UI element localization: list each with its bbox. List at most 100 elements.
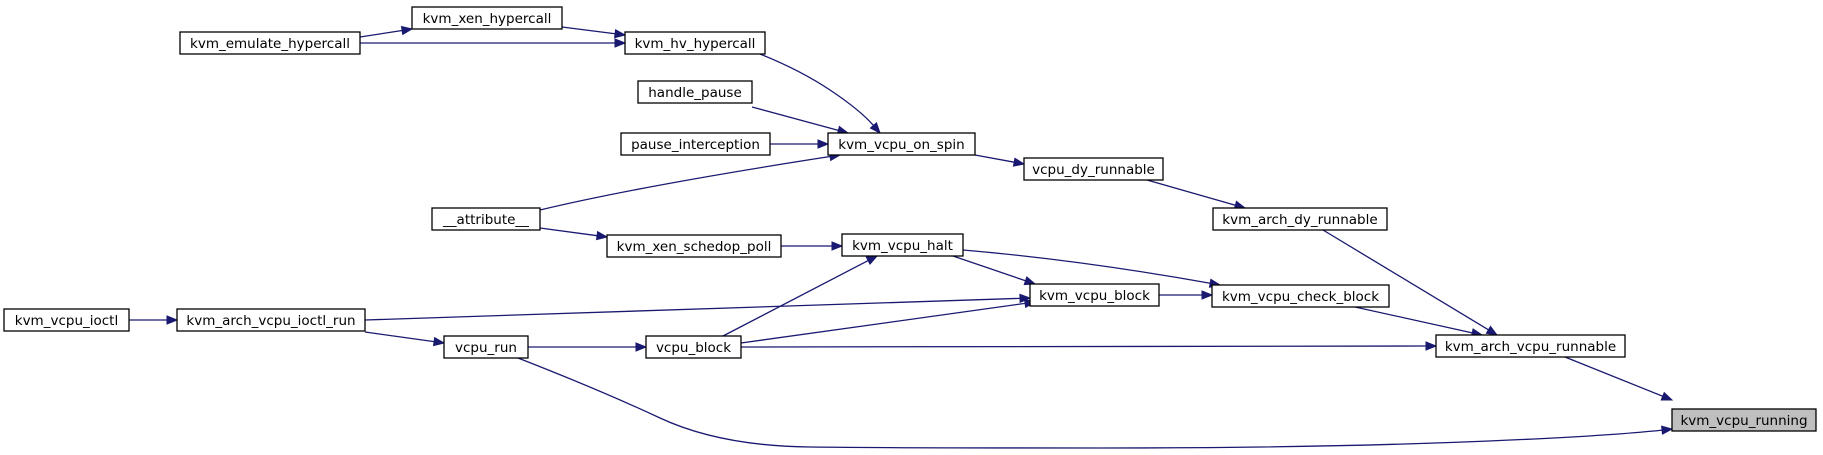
node-box [1211,284,1390,308]
node-kvm-xen-hypercall[interactable]: kvm_xen_hypercall [411,6,563,30]
call-graph-edges [129,25,1674,449]
edge-kvm_arch_vcpu_ioctl_run-to-vcpu_run [364,331,446,347]
arrowhead-icon [869,121,881,135]
edge-kvm_vcpu_halt-to-kvm_vcpu_check_block [962,249,1222,288]
node-box [645,335,742,359]
edge-kvm_xen_hypercall-to-kvm_hv_hypercall [561,26,627,39]
edge-vcpu_block-to-kvm_arch_vcpu_runnable [740,341,1438,351]
node-kvm-vcpu-on-spin[interactable]: kvm_vcpu_on_spin [827,132,976,156]
edge-kvm_arch_vcpu_runnable-to-kvm_vcpu_running [1564,356,1674,401]
node-box [1671,408,1817,432]
node-label: kvm_arch_vcpu_runnable [1445,339,1616,355]
edge-kvm_vcpu_ioctl-to-kvm_arch_vcpu_ioctl_run [129,315,179,325]
node-label: kvm_vcpu_running [1680,413,1807,429]
edge-kvm_hv_hypercall-to-kvm_vcpu_on_spin [759,53,881,135]
arrowhead-icon [400,25,414,36]
edge-vcpu_run-to-vcpu_block [528,342,648,352]
node-label: kvm_xen_schedop_poll [617,239,772,255]
arrowhead-icon [1661,425,1674,435]
edge-kvm_vcpu_halt-to-kvm_vcpu_block [952,255,1037,286]
node-label: vcpu_block [656,340,731,356]
edge-kvm_emulate_hypercall-to-kvm_xen_hypercall [359,25,414,38]
node-kvm-vcpu-ioctl[interactable]: kvm_vcpu_ioctl [3,308,130,332]
node-label: kvm_vcpu_on_spin [838,137,964,153]
arrowhead-icon [595,230,609,241]
edge-kvm_xen_schedop_poll-to-kvm_vcpu_halt [781,241,844,251]
edge-attribute-to-kvm_xen_schedop_poll [539,227,609,241]
node-kvm-hv-hypercall[interactable]: kvm_hv_hypercall [624,31,766,55]
node-box [179,31,361,55]
node-label: vcpu_run [455,340,517,356]
node-box [411,6,563,30]
node-kvm-vcpu-block[interactable]: kvm_vcpu_block [1029,283,1160,307]
node-box [3,308,130,332]
node-kvm-arch-vcpu-runnable[interactable]: kvm_arch_vcpu_runnable [1435,334,1626,358]
node-label: __attribute__ [442,212,529,228]
edge-kvm_vcpu_on_spin-to-vcpu_dy_runnable [974,154,1026,167]
node-kvm-vcpu-halt[interactable]: kvm_vcpu_halt [841,233,964,257]
node-kvm-arch-dy-runnable[interactable]: kvm_arch_dy_runnable [1212,207,1388,231]
node-label: kvm_emulate_hypercall [190,36,350,52]
node-label: kvm_vcpu_block [1039,288,1150,304]
node-box [637,80,753,104]
node-box [431,207,541,231]
arrowhead-icon [166,315,179,325]
node-label: kvm_hv_hypercall [635,36,756,52]
node-box [841,233,964,257]
arrowhead-icon [817,139,830,149]
edge-pause_interception-to-kvm_vcpu_on_spin [770,139,830,149]
node-label: pause_interception [631,137,760,153]
node-kvm-emulate-hypercall[interactable]: kvm_emulate_hypercall [179,31,361,55]
arrowhead-icon [1012,157,1026,167]
arrowhead-icon [865,255,879,266]
node-box [1023,157,1164,181]
edge-kvm_vcpu_block-to-kvm_vcpu_check_block [1159,290,1214,300]
edge-vcpu_block-to-kvm_vcpu_halt [722,255,879,337]
node-label: kvm_arch_vcpu_ioctl_run [186,313,355,329]
arrowhead-icon [1485,325,1499,336]
call-graph-nodes: kvm_vcpu_running kvm_arch_vcpu_runnable kv… [3,6,1817,432]
arrowhead-icon [1201,290,1214,300]
node-box [1029,283,1160,307]
edge-kvm_vcpu_check_block-to-kvm_arch_vcpu_runnable [1354,306,1484,338]
node-kvm-xen-schedop-poll[interactable]: kvm_xen_schedop_poll [606,234,782,258]
edge-vcpu_dy_runnable-to-kvm_arch_dy_runnable [1146,179,1247,210]
node-vcpu-dy-runnable[interactable]: vcpu_dy_runnable [1023,157,1164,181]
node-kvm-vcpu-running[interactable]: kvm_vcpu_running [1671,408,1817,432]
node-vcpu-run[interactable]: vcpu_run [443,335,529,359]
node-pause-interception[interactable]: pause_interception [620,132,771,156]
arrowhead-icon [635,342,648,352]
node-kvm-arch-vcpu-ioctl-run[interactable]: kvm_arch_vcpu_ioctl_run [176,308,366,332]
node-attribute[interactable]: __attribute__ [431,207,541,231]
node-box [606,234,782,258]
arrowhead-icon [613,28,627,39]
edge-kvm_arch_dy_runnable-to-kvm_arch_vcpu_runnable [1322,229,1499,336]
node-box [624,31,766,55]
node-label: kvm_arch_dy_runnable [1222,212,1377,228]
node-label: kvm_vcpu_check_block [1222,289,1379,305]
node-box [443,335,529,359]
node-box [1212,207,1388,231]
arrowhead-icon [614,38,627,48]
node-label: kvm_xen_hypercall [423,11,552,27]
arrowhead-icon [831,241,844,251]
node-box [827,132,976,156]
node-label: vcpu_dy_runnable [1032,162,1155,178]
node-handle-pause[interactable]: handle_pause [637,80,753,104]
arrowhead-icon [432,336,446,347]
node-label: handle_pause [648,85,742,101]
node-kvm-vcpu-check-block[interactable]: kvm_vcpu_check_block [1211,284,1390,308]
edge-kvm_emulate_hypercall-to-kvm_hv_hypercall [360,38,627,48]
node-vcpu-block[interactable]: vcpu_block [645,335,742,359]
node-label: kvm_vcpu_halt [852,238,953,254]
node-box [620,132,771,156]
edge-vcpu_run-to-kvm_vcpu_running [517,357,1674,449]
arrowhead-icon [1660,391,1674,401]
edge-attribute-to-kvm_vcpu_on_spin [539,151,842,211]
arrowhead-icon [1425,341,1438,351]
node-box [176,308,366,332]
edge-handle_pause-to-kvm_vcpu_on_spin [751,106,850,135]
node-label: kvm_vcpu_ioctl [15,313,118,329]
node-box [1435,334,1626,358]
